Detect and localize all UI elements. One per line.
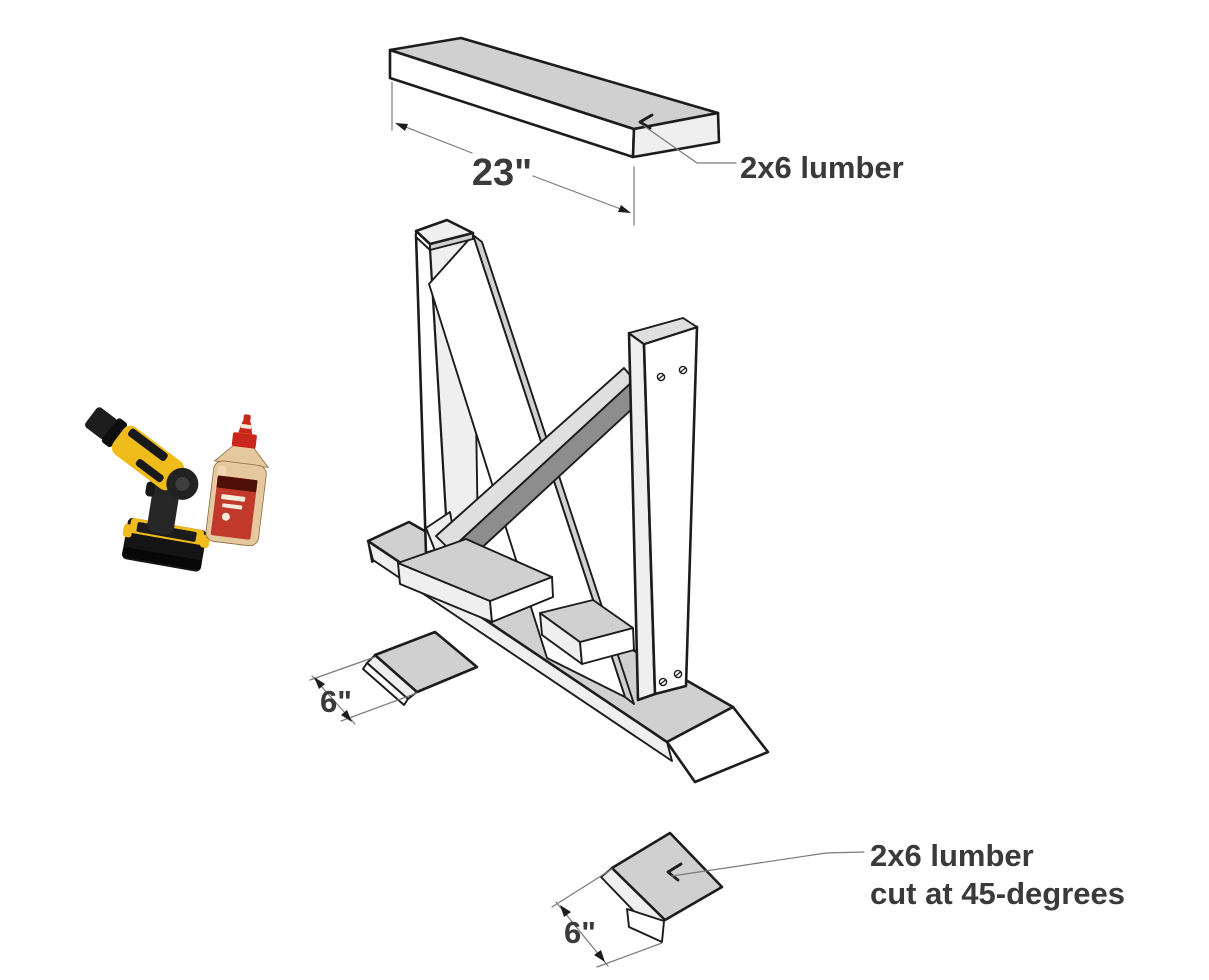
arrowhead-icon [395, 123, 408, 131]
trestle-assembly [366, 218, 770, 784]
screw-hole [658, 677, 668, 687]
glue-bottle-icon [205, 414, 270, 547]
dim-23-label: 23" [471, 152, 533, 194]
dim-6-left-label: 6" [320, 684, 352, 719]
lumber-board-2x6 [388, 36, 721, 159]
leader-line-wedge [671, 851, 865, 877]
dimension-23-inch [391, 81, 635, 226]
arrowhead-icon [314, 677, 325, 689]
wedge-bottom [600, 831, 724, 943]
dim-6-bottom-label: 6" [564, 915, 596, 950]
dimension-6-inch-bottom [551, 868, 663, 968]
screw-hole [656, 372, 666, 382]
grain-arrow-icon [638, 113, 654, 130]
wedge-label-line1: 2x6 lumber [870, 838, 1034, 873]
screw-hole [673, 669, 683, 679]
dimension-6-inch-left [309, 656, 418, 725]
cordless-drill-icon [85, 407, 211, 572]
arrowhead-icon [560, 905, 571, 917]
trestle-left-post-cap [414, 218, 475, 251]
arrowhead-icon [594, 950, 605, 962]
leader-line-board [643, 125, 737, 164]
wedge-left [362, 630, 479, 706]
grain-arrow-icon [666, 862, 683, 882]
arrowhead-icon [341, 710, 352, 722]
trestle-right-post [627, 317, 699, 702]
wedge-label-line2: cut at 45-degrees [870, 876, 1125, 911]
arrowhead-icon [618, 205, 631, 213]
wedge-label: 2x6 lumber cut at 45-degrees [870, 837, 1125, 913]
screw-hole [678, 365, 688, 375]
trestle-spacer-block-right [539, 599, 635, 665]
board-label: 2x6 lumber [740, 150, 904, 185]
trestle-spacer-block-left [397, 538, 554, 623]
